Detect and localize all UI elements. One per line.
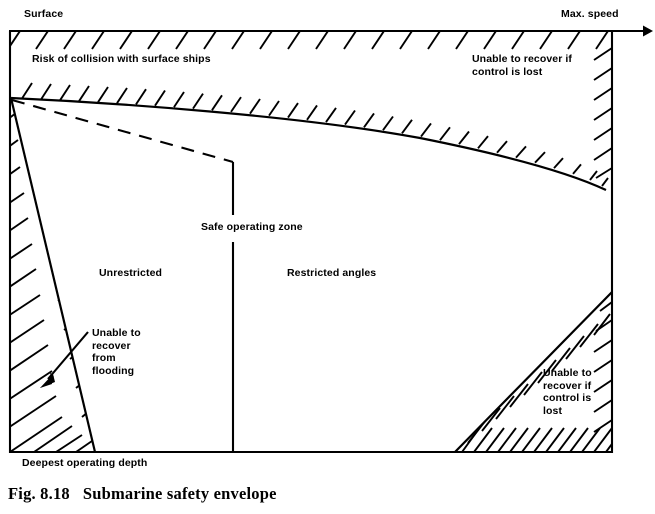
flooding-limit-line [9, 97, 97, 453]
figure-caption: Fig. 8.18 Submarine safety envelope [8, 484, 277, 503]
flooding-callout-arrow [40, 331, 89, 388]
right-frame-hatching-upper [593, 47, 613, 179]
max-speed-label: Max. speed [561, 8, 619, 20]
surface-label: Surface [24, 8, 64, 20]
speed-axis-arrowhead [643, 25, 653, 37]
restricted-angle-boundary-dashed [11, 98, 234, 164]
top-right-loss-of-control-label: Unable to recover if control is lost [472, 53, 573, 78]
surface-hatching [10, 31, 609, 50]
diagram-frame [8, 25, 653, 454]
unrestricted-label: Unrestricted [99, 267, 163, 279]
flooding-callout-label: Unable to recover from flooding [92, 327, 141, 377]
safety-envelope-diagram [8, 25, 653, 454]
flooding-wedge-hatching [10, 112, 95, 452]
restricted-angles-label: Restricted angles [287, 267, 377, 279]
deepest-operating-depth-label: Deepest operating depth [22, 457, 148, 469]
bottom-right-hatching [461, 301, 612, 452]
upper-envelope-curve [10, 96, 607, 191]
safe-operating-zone-label: Safe operating zone [201, 221, 303, 233]
collision-risk-label: Risk of collision with surface ships [32, 53, 211, 65]
bottom-right-loss-of-control-label: Unable to recover if control is lost [543, 367, 592, 417]
upper-curve-hatching [21, 82, 609, 187]
